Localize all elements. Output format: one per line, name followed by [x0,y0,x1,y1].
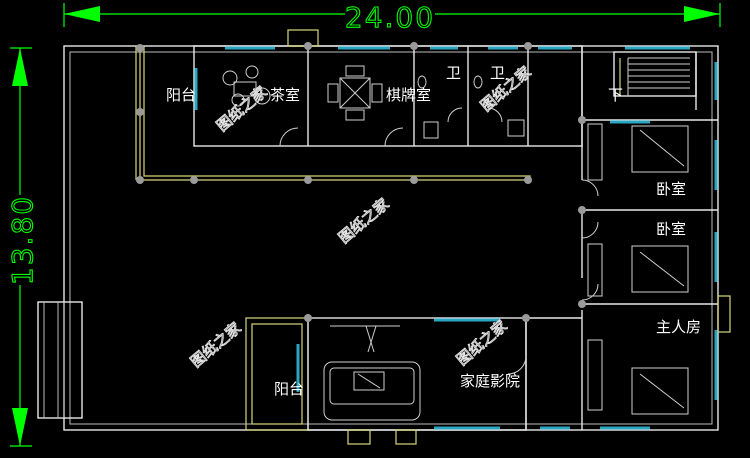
room-label-bath-2: 卫 [490,64,505,82]
room-label-balcony-top: 阳台 [166,86,196,104]
top-rooms [135,29,690,181]
staircase [613,51,718,110]
room-label-bedroom-2: 卧室 [656,220,686,238]
watermark: 图纸之家 [477,63,535,115]
arrow-down-icon [12,408,28,446]
width-dimension-label: 24.00 [345,1,435,34]
room-label-home-theater: 家庭影院 [460,372,520,390]
height-dimension-label: 13.80 [6,195,39,285]
room-label-chess-room: 棋牌室 [386,86,431,104]
height-dimension: 13.80 [5,47,40,447]
watermark: 图纸之家 [213,83,271,135]
width-dimension: 24.00 [63,0,721,35]
watermark: 图纸之家 [335,195,393,247]
watermark: 图纸之家 [187,319,245,371]
room-label-bath-1: 卫 [446,64,461,82]
stair-down-label: 下 [608,86,623,104]
room-label-tea-room: 茶室 [270,86,300,104]
watermark: 图纸之家 [453,317,511,369]
arrow-left-icon [64,6,100,22]
room-label-bedroom-1: 卧室 [656,180,686,198]
arrow-up-icon [12,48,28,86]
columns [136,42,586,322]
right-bedrooms [581,119,731,430]
arrow-right-icon [684,6,720,22]
bottom-rooms [245,317,582,445]
room-label-balcony-bottom: 阳台 [274,380,304,398]
room-label-master-bedroom: 主人房 [656,318,701,336]
